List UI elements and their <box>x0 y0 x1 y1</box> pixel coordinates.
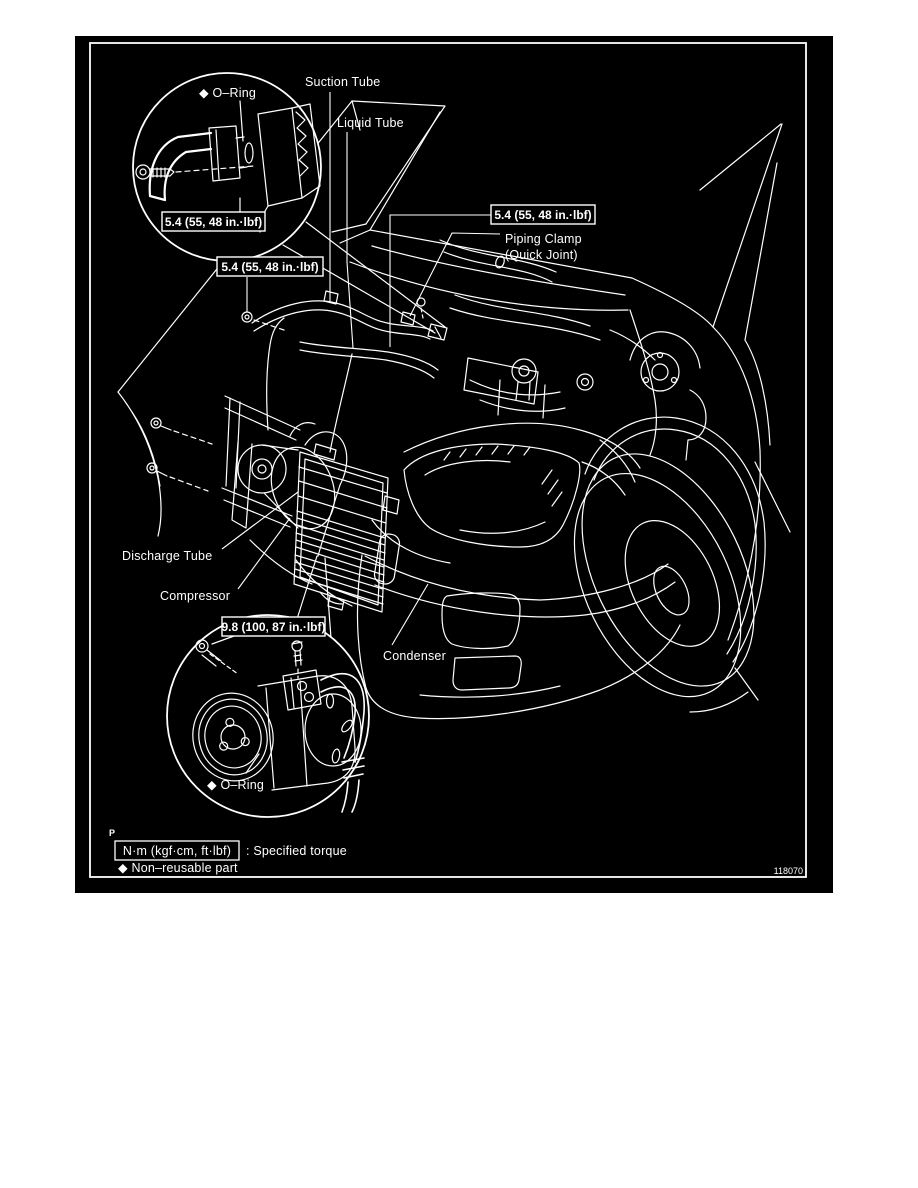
o-ring-bottom-leader <box>245 753 260 774</box>
label-o-ring-bottom: ◆ O–Ring <box>207 778 264 792</box>
union-bolt <box>135 164 175 180</box>
headlight <box>403 422 641 548</box>
condenser-core <box>293 443 401 613</box>
legend: P N·m (kgf·cm, ft·lbf) : Specified torqu… <box>109 828 803 876</box>
piping-clamp-leader <box>409 232 501 317</box>
figure-number: 118070 <box>774 866 803 876</box>
inset-detail-top <box>132 72 322 262</box>
leader-lines <box>221 92 501 646</box>
engine-bay-details <box>439 239 707 483</box>
label-liquid-tube: Liquid Tube <box>337 116 404 130</box>
torque-box-compressor: 9.8 (100, 87 in.·lbf) <box>221 616 326 637</box>
discharge-fitting <box>282 669 322 711</box>
label-piping-clamp-2: (Quick Joint) <box>505 248 578 262</box>
a-pillar-body <box>699 123 791 701</box>
inset-detail-bottom <box>166 614 370 818</box>
torque-right-leader <box>389 214 491 347</box>
compressor-main-view <box>231 422 336 530</box>
label-suction-tube: Suction Tube <box>305 75 380 89</box>
legend-torque-box-label: N·m (kgf·cm, ft·lbf) <box>123 844 231 858</box>
compressor-pulley <box>192 692 274 782</box>
torque-box-inset-top: 5.4 (55, 48 in.·lbf) <box>161 211 266 232</box>
label-condenser: Condenser <box>383 649 446 663</box>
torque-value-inset-top: 5.4 (55, 48 in.·lbf) <box>165 215 262 229</box>
label-o-ring-top: ◆ O–Ring <box>199 86 256 100</box>
pipe-fitting-block <box>208 125 248 182</box>
page-marker: P <box>109 828 115 838</box>
torque-value-main-mid: 5.4 (55, 48 in.·lbf) <box>221 260 318 274</box>
torque-value-main-right: 5.4 (55, 48 in.·lbf) <box>494 208 591 222</box>
radiator-support <box>221 395 353 607</box>
legend-non-reusable: ◆ Non–reusable part <box>118 861 238 875</box>
liquid-tube-line <box>299 297 439 453</box>
condenser-leader <box>391 583 429 646</box>
legend-torque-description: : Specified torque <box>246 844 347 858</box>
compressor-leader <box>237 517 291 590</box>
o-ring-top-leader <box>239 100 244 142</box>
front-bumper <box>356 461 681 720</box>
cowl-lines <box>349 229 714 328</box>
diagram-frame <box>89 42 807 878</box>
part-labels: ◆ O–Ring Suction Tube Liquid Tube Piping… <box>122 75 582 792</box>
liquid-tube-leader <box>346 132 354 349</box>
mount-bolt-left-upper <box>150 417 213 445</box>
bracket-bolt <box>195 639 239 675</box>
torque-boxes: 5.4 (55, 48 in.·lbf) 5.4 (55, 48 in.·lbf… <box>161 204 596 637</box>
fitting-bolt <box>291 640 303 679</box>
mount-bolt-left-lower <box>146 462 209 492</box>
suction-tube-line <box>251 290 448 341</box>
front-wheel <box>573 416 766 713</box>
torque-box-main-mid: 5.4 (55, 48 in.·lbf) <box>216 256 324 277</box>
label-piping-clamp-1: Piping Clamp <box>505 232 582 246</box>
discharge-tube-line <box>266 317 348 557</box>
discharge-tube-leader <box>221 491 299 550</box>
legend-torque-box <box>114 840 240 861</box>
suction-hose-loop <box>320 673 365 813</box>
o-ring-seal <box>244 142 254 164</box>
label-discharge-tube: Discharge Tube <box>122 549 212 563</box>
bolt-centerline <box>175 165 255 173</box>
torque-98-leader <box>211 635 235 645</box>
label-compressor: Compressor <box>160 589 230 603</box>
torque-value-compressor: 9.8 (100, 87 in.·lbf) <box>221 620 325 634</box>
torque-box-main-right: 5.4 (55, 48 in.·lbf) <box>490 204 596 225</box>
